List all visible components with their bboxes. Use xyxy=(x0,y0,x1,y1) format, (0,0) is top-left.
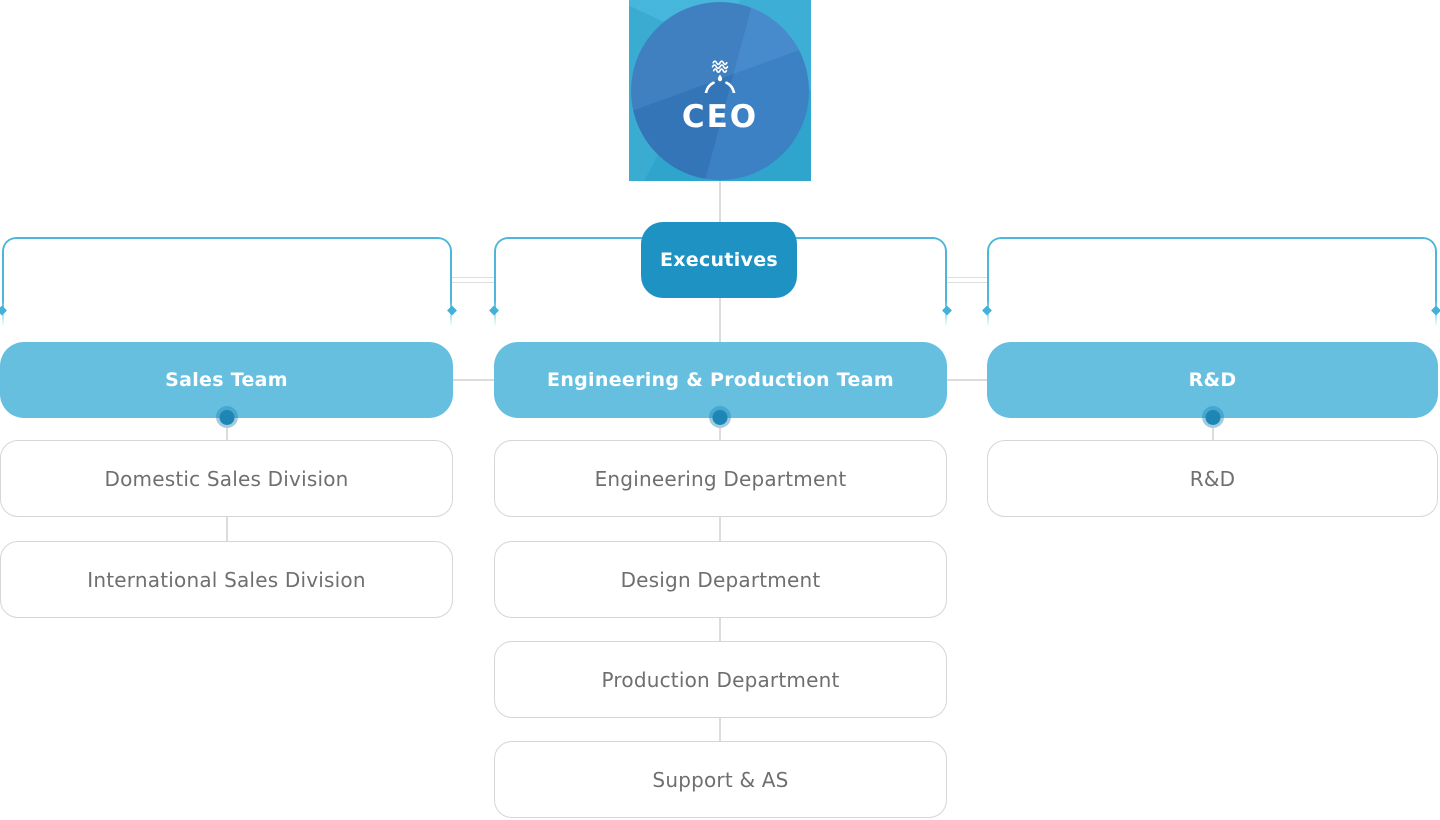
connector-line xyxy=(719,428,721,440)
branch-connector-dot xyxy=(712,409,728,425)
branch-label: Engineering & Production Team xyxy=(547,369,894,391)
ceo-circle: CEO xyxy=(631,2,809,180)
dept-label: Engineering Department xyxy=(594,466,847,491)
branch-node-sales-team: Sales Team xyxy=(0,342,453,418)
connector-line xyxy=(947,379,987,381)
connector-line xyxy=(719,517,721,541)
dept-label: Support & AS xyxy=(652,767,789,792)
connector-line xyxy=(719,181,721,222)
connector-line xyxy=(719,718,721,741)
connector-line xyxy=(226,517,228,541)
waves-droplet-logo-icon xyxy=(704,60,736,93)
connector-line xyxy=(719,298,721,342)
dept-card: R&D xyxy=(987,440,1438,517)
dept-label: Production Department xyxy=(601,667,840,692)
ceo-label: CEO xyxy=(681,99,759,135)
connector-line xyxy=(453,379,494,381)
branch-label: R&D xyxy=(1188,369,1237,391)
executives-label: Executives xyxy=(659,249,779,271)
ceo-node: CEO xyxy=(629,0,811,181)
branch-label: Sales Team xyxy=(165,369,288,391)
column-panel-sales xyxy=(2,237,452,327)
panel-link-band xyxy=(452,277,494,283)
dept-card: Production Department xyxy=(494,641,947,718)
dept-label: International Sales Division xyxy=(87,567,366,592)
branch-node-engineering-production: Engineering & Production Team xyxy=(494,342,947,418)
dept-card: Engineering Department xyxy=(494,440,947,517)
dept-card: Design Department xyxy=(494,541,947,618)
dept-label: Design Department xyxy=(620,567,821,592)
dept-card: Support & AS xyxy=(494,741,947,818)
branch-node-rnd: R&D xyxy=(987,342,1438,418)
connector-line xyxy=(719,618,721,641)
panel-link-band xyxy=(947,277,987,283)
connector-line xyxy=(1212,428,1214,440)
branch-connector-dot xyxy=(1205,409,1220,425)
column-panel-rnd xyxy=(987,237,1437,327)
dept-card: International Sales Division xyxy=(0,541,453,618)
dept-card: Domestic Sales Division xyxy=(0,440,453,517)
dept-label: R&D xyxy=(1189,466,1236,491)
executives-node: Executives xyxy=(641,222,797,298)
dept-label: Domestic Sales Division xyxy=(104,466,349,491)
connector-line xyxy=(226,428,228,440)
branch-connector-dot xyxy=(219,409,234,425)
